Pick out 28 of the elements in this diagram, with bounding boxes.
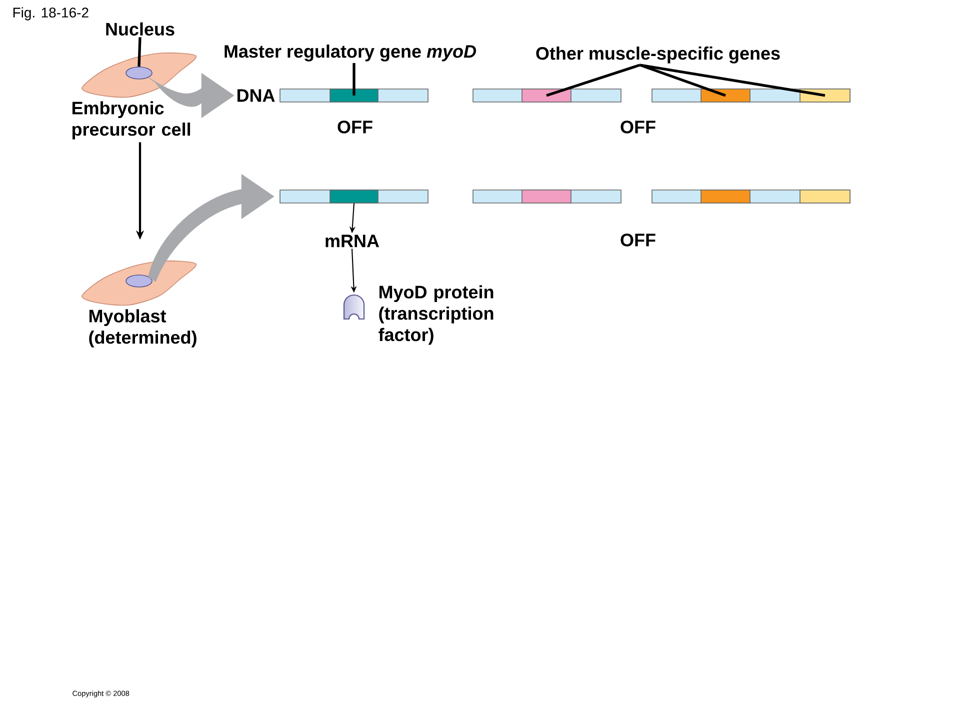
cell-label: Embryonic precursor cell — [72, 101, 190, 140]
protein-label: MyoD protein (transcription factor) — [378, 285, 494, 345]
gene-segment — [330, 88, 378, 102]
gene-segment — [800, 88, 850, 102]
leader-line — [546, 64, 640, 97]
figure-number: Fig. 18-16-2 — [13, 7, 88, 20]
off-label: OFF — [620, 120, 656, 134]
cell-label: Myoblast (determined) — [89, 309, 196, 348]
gene-segment — [800, 190, 850, 204]
block-arrow — [148, 73, 234, 118]
label: mRNA — [326, 234, 380, 248]
gene-segment — [522, 190, 572, 204]
gene-segment — [700, 88, 750, 102]
label: Other muscle-specific genes — [536, 46, 780, 64]
gene-segment — [330, 190, 378, 204]
label: Master regulatory gene myoD — [224, 44, 476, 62]
nucleus — [126, 274, 152, 288]
block-arrow — [148, 174, 274, 282]
off-label: OFF — [620, 234, 656, 246]
gene-segment — [700, 190, 750, 204]
gene-segment — [522, 88, 572, 102]
leader-line — [640, 64, 726, 97]
leader-line — [352, 63, 356, 96]
label: Nucleus — [106, 22, 174, 36]
nucleus — [126, 66, 152, 80]
leader-line — [640, 64, 826, 97]
off-label: OFF — [338, 120, 372, 134]
dna-label: DNA — [237, 89, 275, 102]
